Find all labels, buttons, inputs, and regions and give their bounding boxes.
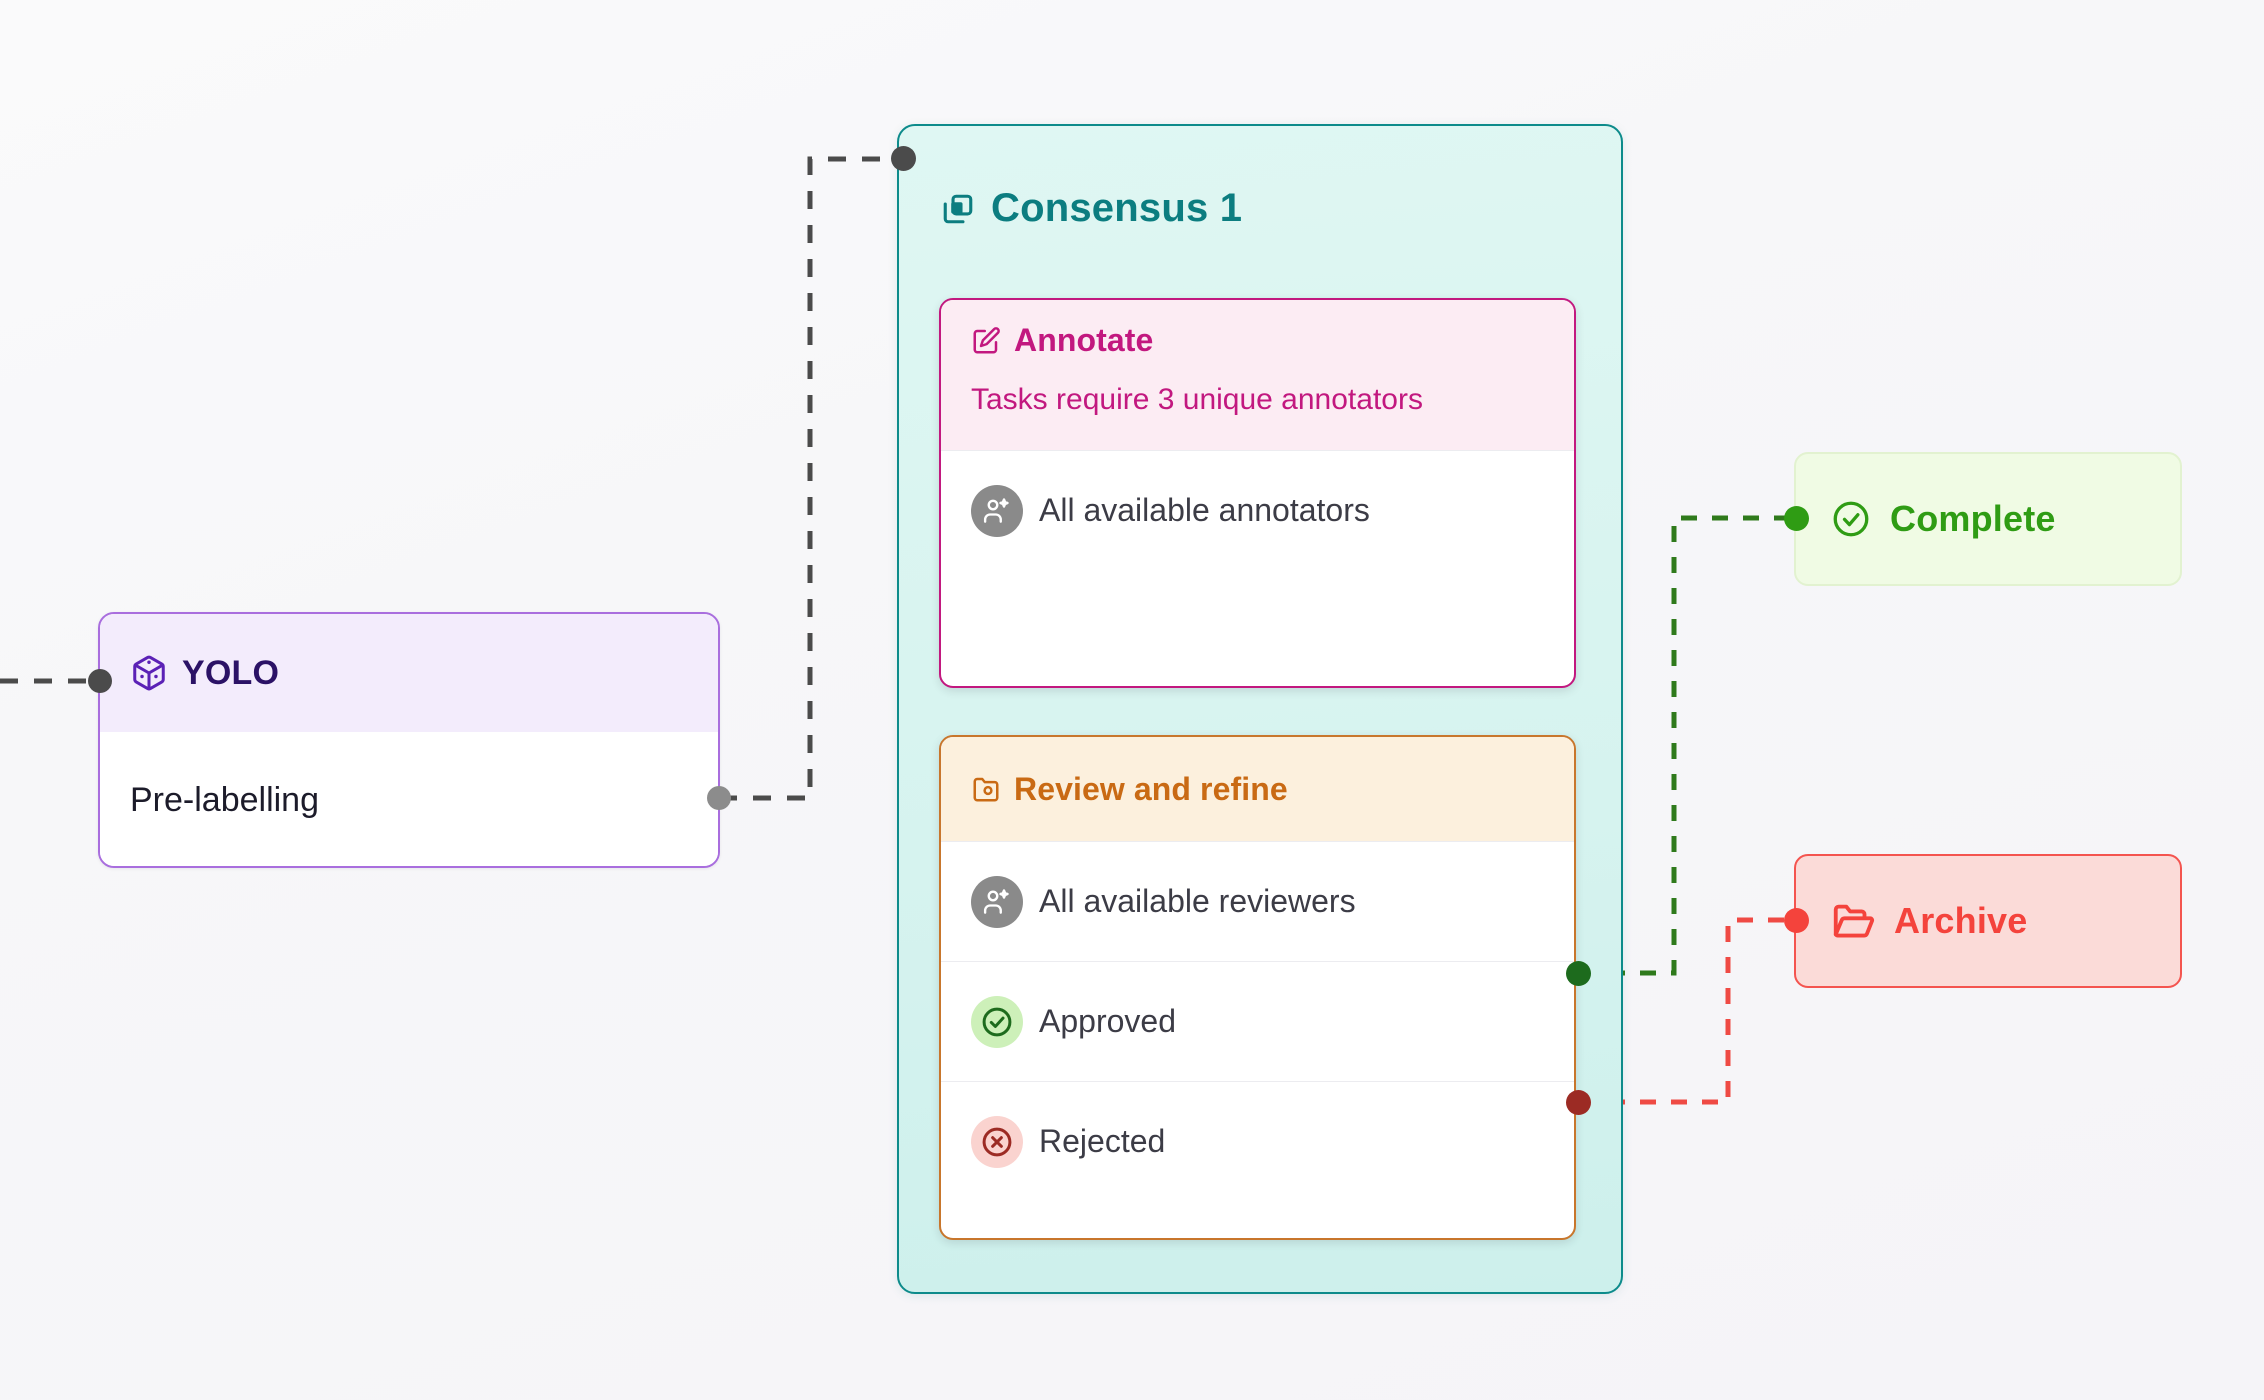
- stage-row-label: All available annotators: [1039, 492, 1370, 529]
- port-rejected-output[interactable]: [1566, 1090, 1591, 1115]
- folder-open-icon: [1830, 898, 1876, 944]
- annotate-header: Annotate: [941, 300, 1574, 379]
- stage-row-label: Approved: [1039, 1003, 1176, 1039]
- port-archive-input[interactable]: [1784, 908, 1809, 933]
- port-consensus-input[interactable]: [891, 146, 916, 171]
- users-avatar-icon: [971, 484, 1023, 537]
- port-yolo-input[interactable]: [88, 669, 112, 693]
- users-avatar-icon: [971, 875, 1023, 928]
- box-3d-icon: [130, 654, 168, 692]
- stage-row-approved[interactable]: Approved: [941, 961, 1574, 1081]
- photo-folder-icon: [971, 774, 1001, 804]
- port-yolo-output[interactable]: [707, 786, 731, 810]
- stage-row-annotators[interactable]: All available annotators: [941, 450, 1574, 571]
- annotate-description-wrap: Tasks require 3 unique annotators: [941, 379, 1574, 451]
- x-circle-icon: [971, 1115, 1023, 1168]
- node-archive[interactable]: Archive: [1794, 854, 2182, 988]
- review-header: Review and refine: [941, 737, 1574, 841]
- yolo-body-text: Pre-labelling: [130, 780, 319, 819]
- yolo-body: Pre-labelling: [100, 732, 718, 866]
- check-circle-icon: [1830, 498, 1872, 540]
- yolo-header: YOLO: [100, 614, 718, 732]
- stage-card-review[interactable]: Review and refine All available reviewer…: [939, 735, 1576, 1240]
- stage-row-rejected[interactable]: Rejected: [941, 1081, 1574, 1201]
- stage-card-annotate[interactable]: Annotate Tasks require 3 unique annotato…: [939, 298, 1576, 688]
- stage-row-reviewers[interactable]: All available reviewers: [941, 841, 1574, 961]
- annotate-description: Tasks require 3 unique annotators: [971, 383, 1423, 416]
- consensus-header: Consensus 1: [941, 186, 1242, 231]
- check-circle-icon: [971, 995, 1023, 1048]
- review-title: Review and refine: [1014, 770, 1288, 807]
- layers-copy-icon: [941, 192, 975, 226]
- pencil-square-icon: [971, 326, 1001, 356]
- port-approved-output[interactable]: [1566, 961, 1591, 986]
- annotate-title: Annotate: [1014, 322, 1154, 358]
- stage-row-label: All available reviewers: [1039, 883, 1356, 919]
- complete-label: Complete: [1890, 498, 2056, 539]
- node-yolo[interactable]: YOLO Pre-labelling: [98, 612, 720, 868]
- yolo-title: YOLO: [182, 653, 280, 692]
- consensus-title: Consensus 1: [991, 186, 1243, 230]
- archive-label: Archive: [1894, 900, 2028, 941]
- edge-yolo-to-consensus: [719, 156, 903, 801]
- node-complete[interactable]: Complete: [1794, 452, 2182, 586]
- stage-row-label: Rejected: [1039, 1123, 1166, 1159]
- port-complete-input[interactable]: [1784, 506, 1809, 531]
